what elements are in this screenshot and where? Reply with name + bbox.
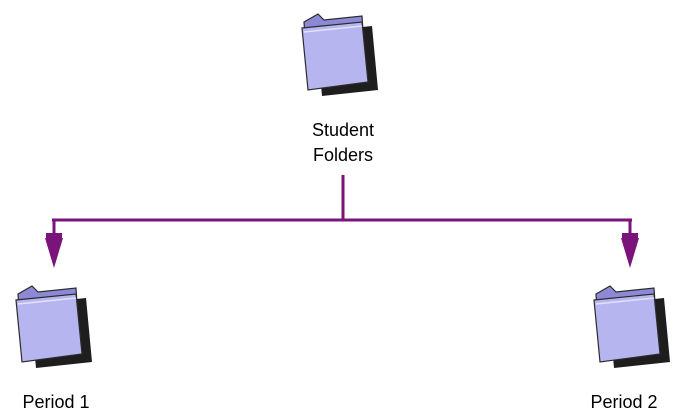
left-arrowhead bbox=[45, 233, 63, 268]
period-2-label: Period 2 bbox=[590, 392, 658, 412]
root-label-line2: Folders bbox=[312, 145, 374, 165]
root-label-line1: Student bbox=[311, 120, 375, 140]
folder-icon[interactable] bbox=[298, 10, 378, 96]
root-folder-label: Student Folders bbox=[283, 118, 403, 168]
folder-icon[interactable] bbox=[12, 282, 92, 368]
folder-icon[interactable] bbox=[590, 282, 670, 368]
right-arrowhead bbox=[621, 233, 639, 268]
period-1-label: Period 1 bbox=[22, 392, 90, 412]
